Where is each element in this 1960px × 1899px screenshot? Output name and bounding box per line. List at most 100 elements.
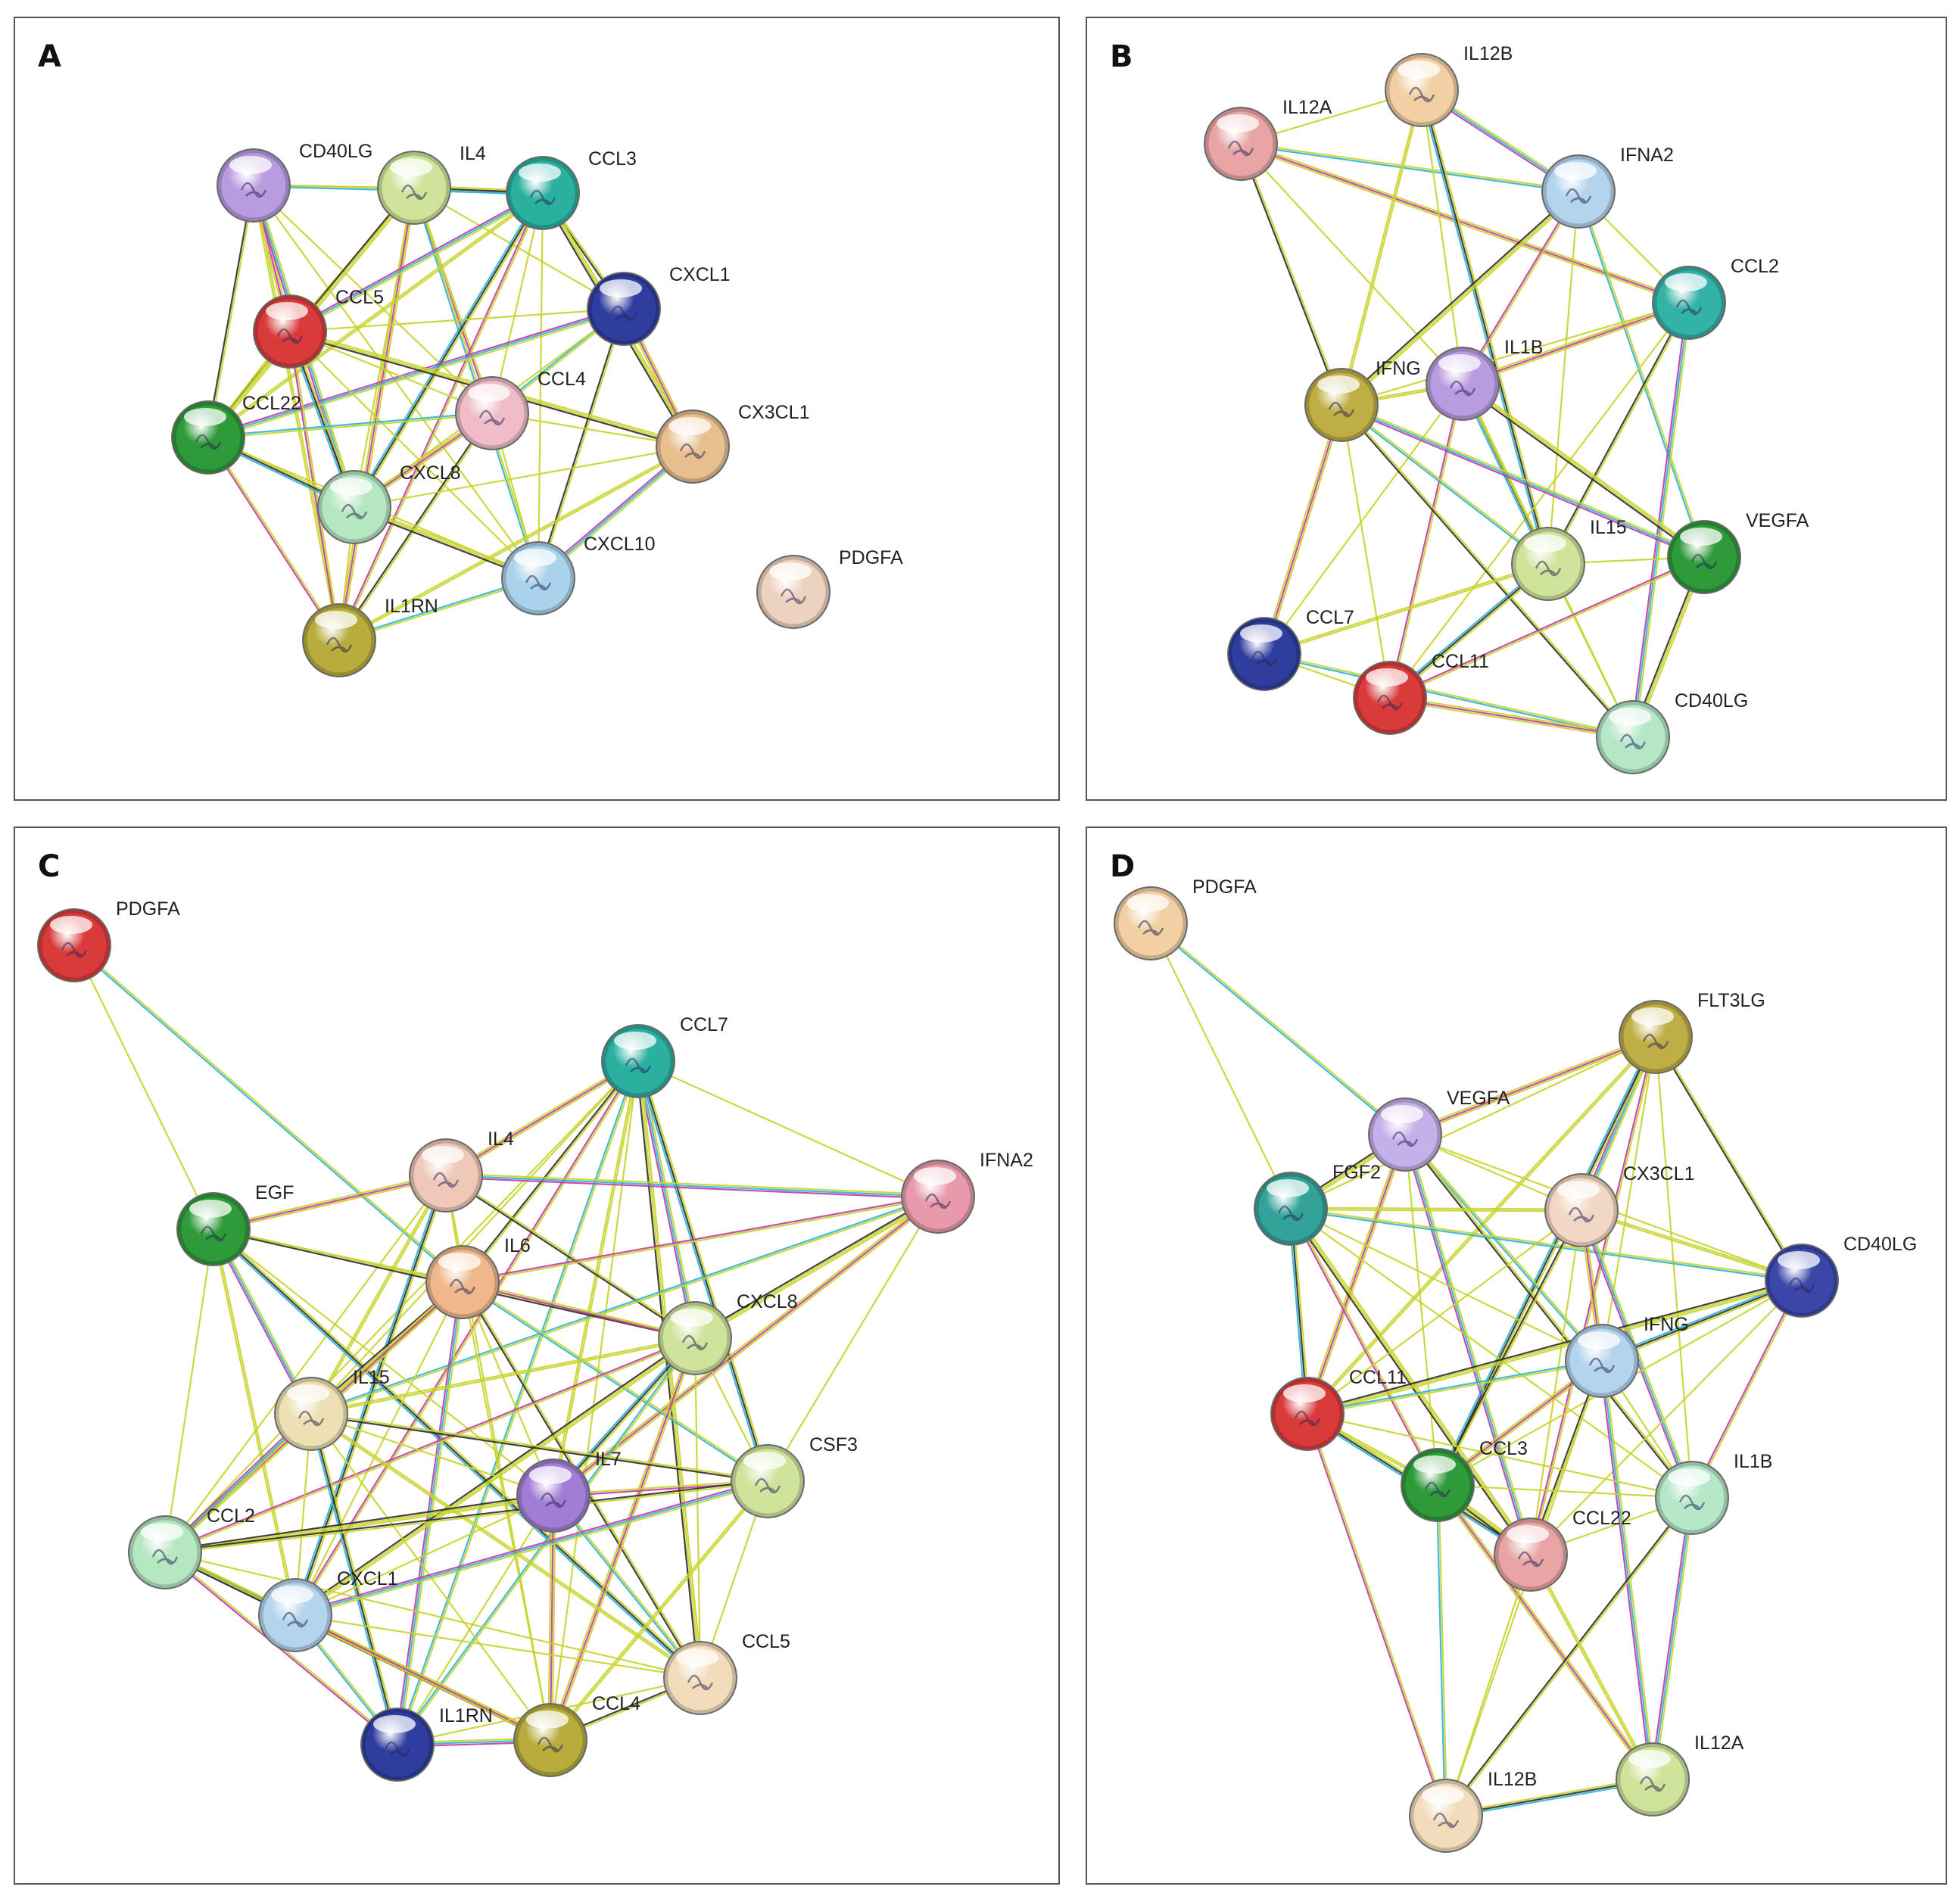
edge-strand (1341, 403, 1634, 737)
protein-structure-icon (449, 1278, 476, 1295)
protein-node[interactable]: CCL22 (1494, 1508, 1631, 1592)
protein-node[interactable]: IL7 (516, 1449, 622, 1533)
protein-node[interactable]: CXCL10 (501, 534, 656, 615)
node-highlight (141, 1523, 183, 1541)
protein-node[interactable]: IL1RN (302, 596, 438, 677)
protein-node[interactable]: CXCL8 (658, 1291, 798, 1375)
protein-node[interactable]: IFNG (1304, 358, 1421, 442)
edge-strand (74, 944, 464, 1282)
protein-node[interactable]: IL12A (1616, 1732, 1744, 1817)
protein-structure-icon (1391, 1131, 1419, 1147)
protein-node[interactable]: IL15 (274, 1367, 390, 1451)
edge-strand (1547, 191, 1580, 565)
edge-strand (553, 1494, 702, 1678)
edge-strand (1690, 1279, 1802, 1498)
edge-strand (1291, 1206, 1582, 1210)
node-highlight (1507, 1525, 1549, 1543)
protein-node[interactable]: FLT3LG (1619, 990, 1765, 1074)
protein-node[interactable]: IFNA2 (901, 1150, 1033, 1234)
edge-strand (338, 444, 693, 640)
edge-strand (549, 1495, 555, 1741)
protein-node[interactable]: CX3CL1 (1544, 1163, 1695, 1247)
protein-node[interactable]: PDGFA (37, 898, 180, 982)
edge-strand (1581, 1208, 1803, 1281)
node-label: CX3CL1 (1623, 1163, 1695, 1185)
node-shade (1597, 701, 1669, 774)
protein-node[interactable]: IL6 (425, 1235, 531, 1319)
node-label: EGF (255, 1182, 294, 1203)
protein-node[interactable]: PDGFA (1114, 876, 1257, 960)
protein-node[interactable]: CXCL1 (258, 1568, 398, 1652)
edge (1404, 1034, 1657, 1138)
protein-node[interactable]: PDGFA (756, 547, 903, 629)
edge (310, 1412, 554, 1497)
protein-node[interactable]: CD40LG (1596, 690, 1748, 774)
protein-node[interactable]: FGF2 (1254, 1162, 1381, 1246)
protein-structure-icon (1408, 86, 1435, 103)
protein-node[interactable]: CCL7 (601, 1014, 728, 1098)
node-label: CXCL8 (400, 462, 461, 484)
protein-node[interactable]: CXCL1 (587, 264, 731, 346)
protein-node[interactable]: CCL5 (253, 287, 384, 369)
protein-node[interactable]: IFNA2 (1541, 145, 1674, 229)
protein-node[interactable]: CCL5 (663, 1631, 790, 1715)
protein-node[interactable]: CCL3 (506, 148, 637, 230)
protein-node[interactable]: CSF3 (731, 1434, 858, 1518)
edge (1288, 1207, 1440, 1487)
protein-node[interactable]: CD40LG (1765, 1234, 1917, 1318)
protein-node[interactable]: CXCL8 (317, 462, 461, 544)
panel-letter: D (1110, 849, 1136, 884)
protein-node[interactable]: VEGFA (1667, 510, 1809, 594)
node-label: PDGFA (116, 898, 180, 920)
edge-strand (1653, 1037, 1802, 1282)
protein-node[interactable]: IL1RN (360, 1705, 493, 1782)
protein-node[interactable]: IL4 (409, 1129, 514, 1213)
edge (73, 945, 214, 1230)
protein-node[interactable]: IL15 (1511, 517, 1627, 601)
protein-node[interactable]: CX3CL1 (656, 402, 810, 484)
edge-strand (1308, 1135, 1408, 1415)
edge (462, 1280, 696, 1340)
protein-node[interactable]: CD40LG (217, 141, 372, 223)
protein-node[interactable]: IL12B (1385, 43, 1513, 127)
edge (1239, 141, 1690, 306)
protein-node[interactable]: CCL4 (513, 1693, 640, 1777)
protein-node[interactable]: IL12B (1409, 1769, 1537, 1853)
edge-strand (461, 1282, 768, 1483)
edge-strand (1292, 1206, 1534, 1555)
edge-strand (446, 1172, 939, 1196)
protein-node[interactable]: CCL11 (1270, 1367, 1407, 1451)
node-label: CCL4 (592, 1693, 640, 1714)
node-highlight (1668, 1468, 1710, 1487)
node-highlight (271, 1586, 313, 1604)
edge-strand (1435, 1209, 1581, 1485)
protein-node[interactable]: IL4 (377, 143, 486, 225)
node-shade (1369, 1098, 1441, 1171)
node-shade (1228, 618, 1301, 690)
edge (637, 1060, 939, 1198)
panel-letter: A (38, 39, 61, 74)
protein-node[interactable]: IL1B (1426, 337, 1543, 421)
protein-node[interactable]: CCL3 (1401, 1438, 1528, 1522)
protein-structure-icon (610, 305, 637, 322)
edge-strand (355, 193, 546, 509)
protein-node[interactable]: IL1B (1655, 1451, 1772, 1535)
node-shade (1204, 107, 1277, 180)
protein-node[interactable]: CCL7 (1227, 607, 1354, 691)
node-label: IL6 (504, 1235, 531, 1256)
protein-node[interactable]: CCL2 (128, 1505, 255, 1589)
node-shade (1566, 1325, 1638, 1397)
protein-node[interactable]: CCL22 (171, 393, 301, 475)
node-label: CX3CL1 (738, 402, 810, 423)
protein-node[interactable]: IFNG (1565, 1314, 1689, 1398)
edge-strand (1291, 1207, 1440, 1485)
protein-node[interactable]: CCL2 (1652, 256, 1779, 340)
edge (1149, 922, 1407, 1136)
protein-node[interactable]: EGF (176, 1182, 294, 1266)
protein-node[interactable]: IL12A (1204, 97, 1332, 181)
protein-node[interactable]: CCL11 (1353, 651, 1489, 735)
protein-node[interactable]: VEGFA (1368, 1088, 1510, 1172)
edge-strand (552, 1496, 700, 1680)
protein-node[interactable]: CCL4 (455, 369, 586, 450)
